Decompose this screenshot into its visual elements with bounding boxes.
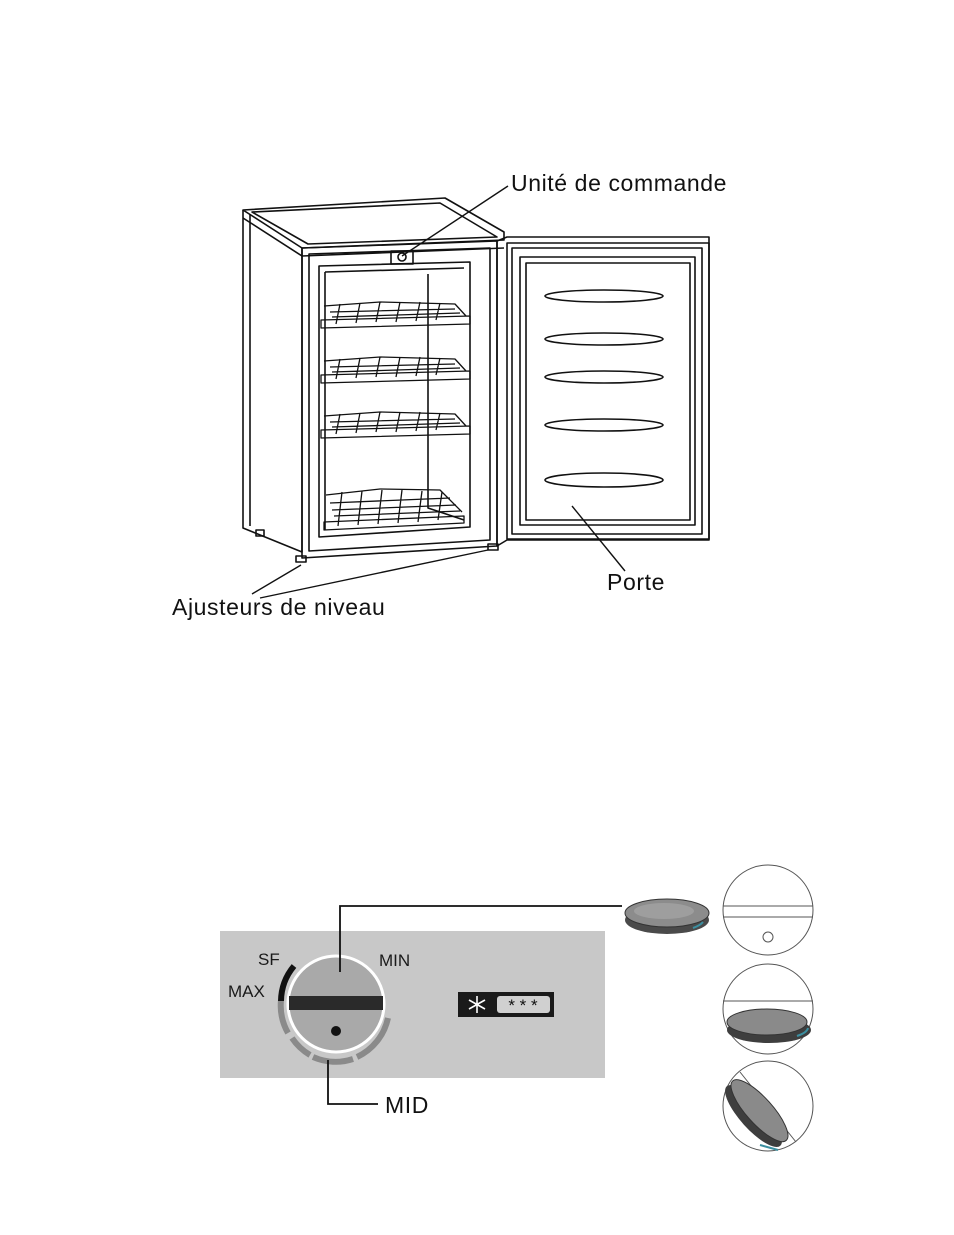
door-shelf [544,370,664,384]
level-adjuster-foot [487,543,499,551]
freezer-side-panel [242,210,303,553]
knob-step-3 [722,1060,814,1152]
knob-detail-3d [624,898,710,934]
freezer-door [496,236,710,547]
control-unit-label: Unité de commande [511,170,727,196]
door-shelf [544,418,664,432]
mid-leader-line [327,1060,378,1105]
max-range-arc [278,964,297,1002]
level-adjusters-label: Ajusteurs de niveau [172,594,385,620]
door-shelf [544,289,664,303]
door-label: Porte [607,569,665,595]
wire-shelf [320,301,471,329]
callout-line-control-unit [401,185,509,257]
wire-shelf [320,411,471,439]
level-adjuster-foot [295,555,307,563]
dial-ring [277,999,391,1065]
knob-indicator-dot [331,1026,341,1036]
wire-shelf [320,356,471,384]
freezer-illustration [242,185,710,599]
door-shelf [544,472,664,488]
control-unit-housing [390,250,414,265]
freezer-interior [318,261,471,538]
control-knob-icon [397,252,407,262]
wire-shelf [323,488,465,531]
freezer-top [242,197,505,249]
rating-stars: * * * [508,996,538,1015]
mid-label: MID [385,1092,429,1118]
knob-grip-bar [289,996,383,1010]
knob-step-2 [722,963,814,1055]
snowflake-icon [468,996,486,1013]
knob-leader-line [339,905,622,972]
control-panel: * * * [220,905,622,1105]
max-label: MAX [228,982,265,1001]
knob-step-1 [722,864,814,956]
sf-label: SF [258,950,280,969]
callout-line-level-adjusters [251,549,489,599]
freezer-rating-badge: * * * [458,992,554,1017]
min-label: MIN [379,951,410,970]
callout-line-door [571,505,626,572]
door-shelf [544,332,664,346]
